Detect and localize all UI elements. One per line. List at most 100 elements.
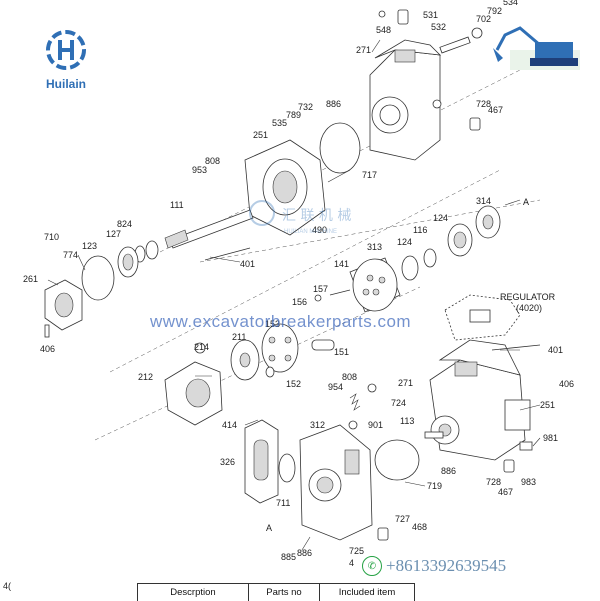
watermark-center-sub: HUILIAN MACHINE bbox=[284, 229, 337, 235]
callout-label: 406 bbox=[559, 379, 574, 389]
callout-label: 732 bbox=[298, 102, 313, 112]
callout-label: 251 bbox=[540, 400, 555, 410]
callout-label: 886 bbox=[441, 466, 456, 476]
piston-151 bbox=[311, 339, 335, 351]
parts-table-header: Descrption Parts no Included item bbox=[137, 583, 415, 601]
callout-label: 116 bbox=[413, 225, 427, 235]
callout-label: 981 bbox=[543, 433, 558, 443]
plug-468 bbox=[377, 527, 389, 541]
callout-label: 727 bbox=[395, 514, 410, 524]
o-ring-719 bbox=[374, 439, 420, 481]
ring-314-bore bbox=[482, 214, 494, 230]
callout-label: 885 bbox=[281, 552, 296, 562]
callout-label: 953 bbox=[192, 165, 207, 175]
assembly-axis-top bbox=[159, 69, 521, 253]
callout-label: 141 bbox=[334, 259, 349, 269]
assembly-frame-line bbox=[109, 169, 501, 373]
website-watermark: www.excavatorbreakerparts.com bbox=[150, 312, 412, 331]
callout-label: 312 bbox=[310, 420, 325, 430]
table-header-parts-no: Parts no bbox=[249, 584, 320, 601]
callout-label: 214 bbox=[194, 342, 209, 352]
callout-labels: 531 548 792 534 702 532 271 886 732 789 … bbox=[23, 0, 574, 568]
regulator-4020 bbox=[444, 294, 521, 341]
callout-label: 901 bbox=[368, 420, 383, 430]
label-981 bbox=[519, 441, 533, 451]
callout-label: 401 bbox=[548, 345, 563, 355]
table-header-description: Descrption bbox=[138, 584, 249, 601]
callout-label: A bbox=[523, 197, 529, 207]
callout-label: 251 bbox=[253, 130, 268, 140]
callout-label: 717 bbox=[362, 170, 377, 180]
regulator-label-line1: REGULATOR bbox=[500, 292, 556, 302]
callout-label: 886 bbox=[297, 548, 312, 558]
regulator-label-line2: (4020) bbox=[516, 303, 542, 313]
callout-label: 124 bbox=[433, 213, 448, 223]
callout-label: 954 bbox=[328, 382, 343, 392]
plug-467-top bbox=[469, 117, 481, 131]
center-watermark: 汇 联 机 械 HUILIAN MACHINE bbox=[249, 200, 351, 235]
callout-label: 414 bbox=[222, 420, 237, 430]
callout-label: 152 bbox=[286, 379, 301, 389]
callout-label: 490 bbox=[312, 225, 327, 235]
bolt-401-bottom bbox=[491, 344, 541, 351]
callout-label: 401 bbox=[240, 259, 255, 269]
callout-label: 532 bbox=[431, 22, 446, 32]
callout-label: 156 bbox=[292, 297, 307, 307]
callout-label: 467 bbox=[498, 487, 513, 497]
callout-label: 728 bbox=[486, 477, 501, 487]
callout-label: 534 bbox=[503, 0, 518, 7]
pin-214 bbox=[194, 342, 206, 354]
callout-label: 113 bbox=[400, 416, 414, 426]
callout-label: 535 bbox=[272, 118, 287, 128]
callout-label: 271 bbox=[356, 45, 371, 55]
callout-label: 728 bbox=[476, 99, 491, 109]
ring-824 bbox=[145, 240, 159, 260]
piston-157 bbox=[329, 289, 351, 296]
gasket-326 bbox=[244, 419, 279, 504]
callout-label: 157 bbox=[313, 284, 328, 294]
spring-954 bbox=[349, 393, 361, 411]
assembly-frame-line-2 bbox=[94, 286, 421, 441]
callout-label: 261 bbox=[23, 274, 38, 284]
brand-logo: Huilain bbox=[28, 28, 104, 91]
callout-label: 124 bbox=[397, 237, 412, 247]
callout-label: 123 bbox=[82, 241, 97, 251]
callout-label: 467 bbox=[488, 105, 503, 115]
seal-cover-261 bbox=[44, 279, 83, 331]
callout-label: 886 bbox=[326, 99, 341, 109]
retainer-153 bbox=[261, 323, 299, 373]
callout-label: 808 bbox=[342, 372, 357, 382]
callout-label: 212 bbox=[138, 372, 153, 382]
whatsapp-icon: ✆ bbox=[362, 556, 382, 576]
o-ring-717 bbox=[319, 122, 361, 174]
callout-label: 211 bbox=[232, 332, 246, 342]
callout-label: 789 bbox=[286, 110, 301, 120]
cylinder-block-141 bbox=[349, 257, 401, 313]
callout-label: 711 bbox=[276, 498, 290, 508]
leader-lines bbox=[47, 39, 541, 551]
callout-label: 792 bbox=[487, 6, 502, 16]
end-cover-312 bbox=[299, 424, 373, 541]
callout-label: 406 bbox=[40, 344, 55, 354]
o-ring-710 bbox=[81, 255, 115, 301]
contact-phone: ✆ +8613392639545 bbox=[362, 556, 506, 576]
plug-901 bbox=[348, 420, 358, 430]
callout-label: 151 bbox=[334, 347, 349, 357]
callout-label: 326 bbox=[220, 457, 235, 467]
plug-467 bbox=[503, 459, 515, 473]
callout-label: 725 bbox=[349, 546, 364, 556]
bolt-406 bbox=[44, 324, 50, 338]
callout-label: 824 bbox=[117, 219, 132, 229]
callout-label: 710 bbox=[44, 232, 59, 242]
bolt-401-top bbox=[204, 247, 251, 261]
excavator-icon bbox=[493, 26, 580, 70]
o-ring-711 bbox=[278, 453, 296, 483]
ring-152 bbox=[265, 366, 275, 378]
callout-label: 314 bbox=[476, 196, 491, 206]
pump-assembly-271-bottom bbox=[424, 339, 531, 461]
callout-label: 808 bbox=[205, 156, 220, 166]
callout-label: 531 bbox=[423, 10, 438, 20]
callout-label: 127 bbox=[106, 229, 121, 239]
